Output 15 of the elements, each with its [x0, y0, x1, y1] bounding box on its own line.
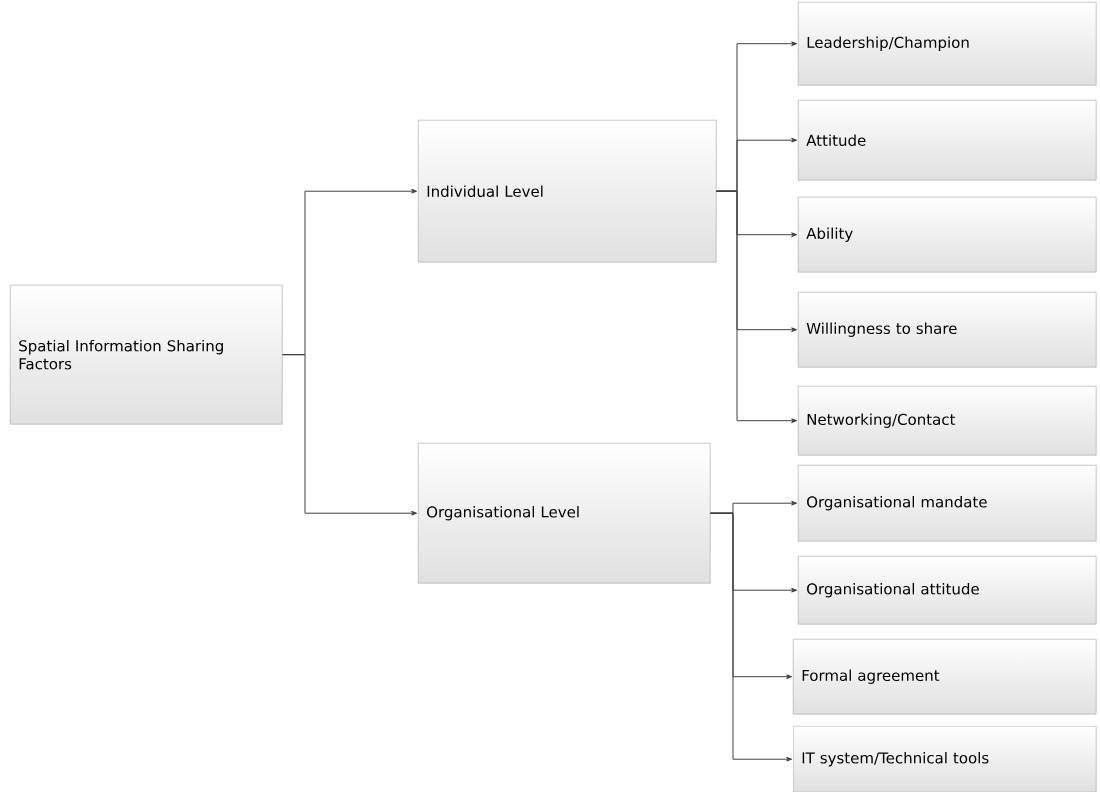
factor-box: Ability [798, 197, 1097, 273]
factor-box: Organisational attitude [798, 556, 1097, 625]
factor-box: Attitude [798, 100, 1097, 181]
arrow [709, 512, 793, 762]
factor-box: Networking/Contact [798, 386, 1097, 456]
factor-box: Willingness to share [798, 292, 1097, 368]
root-box: Spatial Information Sharing Factors [10, 285, 283, 425]
factor-box: IT system/Technical tools [793, 726, 1097, 792]
factor-box: Formal agreement [793, 639, 1097, 715]
level-box: Organisational Level [418, 443, 711, 584]
factor-box: Leadership/Champion [798, 2, 1097, 86]
arrow [715, 190, 798, 424]
factor-box: Organisational mandate [798, 465, 1097, 542]
level-box: Individual Level [418, 120, 717, 263]
arrow [281, 354, 418, 516]
